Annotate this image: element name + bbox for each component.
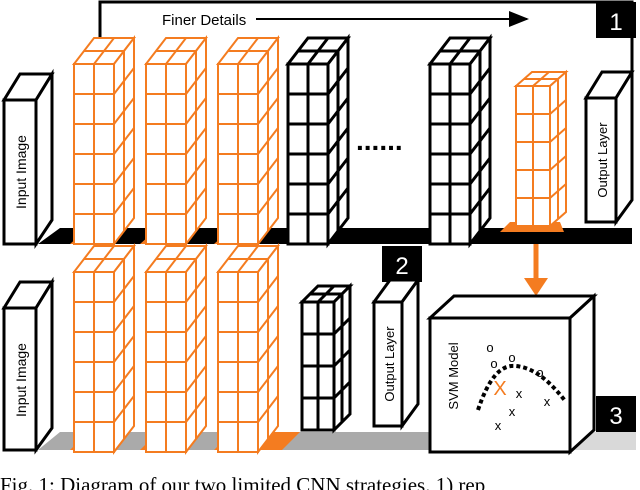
layer-ellipsis: ...... — [356, 125, 403, 156]
output-layer-label-1: Output Layer — [595, 122, 610, 198]
svm-connector-arrowhead — [524, 278, 548, 296]
orange-feature-block — [513, 69, 569, 229]
strategy-1-number: 1 — [609, 9, 622, 36]
svm-marker-x: x — [509, 404, 516, 419]
layer-columns — [71, 33, 569, 455]
svm-marker-o: o — [508, 350, 515, 365]
svm-marker-o: o — [486, 340, 493, 355]
svm-highlight-marker: X — [493, 378, 506, 400]
black-conv-block — [298, 282, 354, 434]
black-conv-block — [284, 33, 352, 249]
output-layer-slab-2: Output Layer — [371, 275, 421, 431]
input-image-label-1: Input Image — [13, 135, 29, 209]
svm-marker-o: o — [536, 365, 543, 380]
orange-conv-block — [71, 243, 137, 455]
strategy-1-number-box — [596, 2, 636, 38]
strategy-3-number-box — [596, 396, 636, 432]
svm-marker-o: o — [490, 356, 497, 371]
output-layer-slab-1: Output Layer — [583, 66, 635, 227]
orange-conv-block — [71, 35, 137, 247]
svm-model-label: SVM Model — [446, 342, 461, 409]
figure-caption: Fig. 1: Diagram of our two limited CNN s… — [0, 474, 486, 490]
strategy-2-number: 2 — [395, 253, 408, 280]
orange-conv-block — [143, 243, 209, 455]
floor-orange-patch — [256, 432, 300, 450]
svm-marker-x: x — [516, 386, 523, 401]
orange-conv-block — [215, 243, 281, 455]
svm-marker-x: x — [495, 418, 502, 433]
svm-marker-x: x — [544, 394, 551, 409]
orange-conv-block — [143, 35, 209, 247]
svm-decision-boundary — [476, 363, 568, 411]
input-image-slab-1: Input Image — [1, 68, 55, 249]
strategy-2-number-box — [382, 246, 422, 282]
strategy-3-number: 3 — [609, 403, 622, 430]
finer-details-label: Finer Details — [162, 12, 246, 29]
orange-conv-block — [215, 35, 281, 247]
output-layer-label-2: Output Layer — [382, 326, 397, 402]
black-conv-block — [426, 33, 494, 249]
input-image-label-2: Input Image — [13, 343, 29, 417]
input-image-slab-2: Input Image — [1, 276, 55, 455]
